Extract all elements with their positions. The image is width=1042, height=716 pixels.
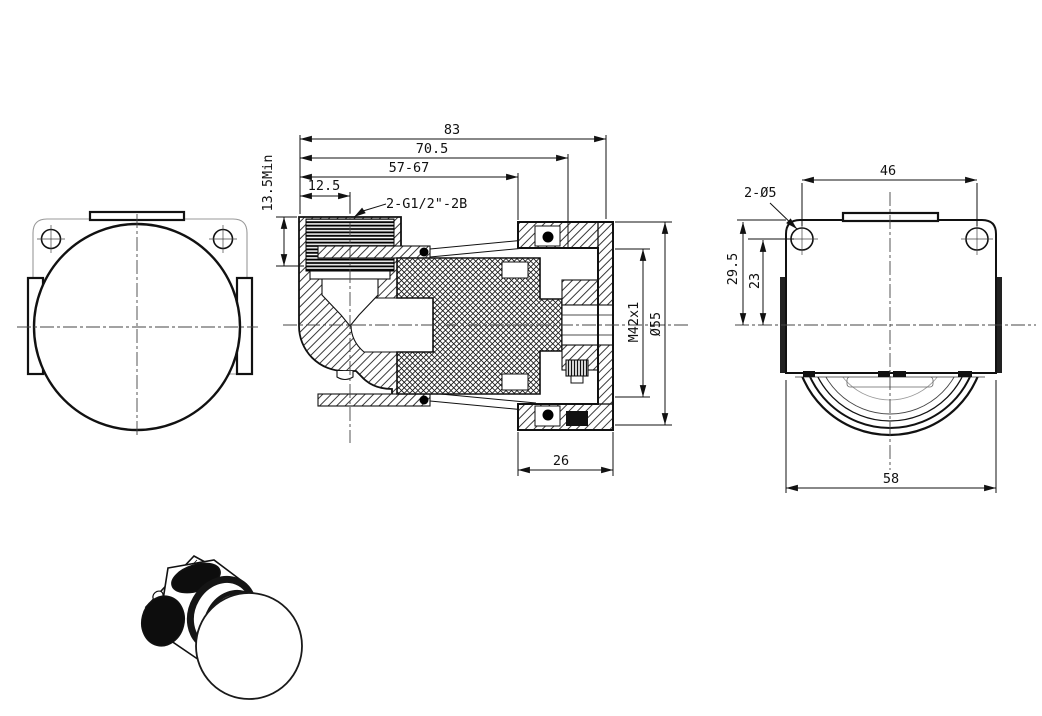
dome-clips [803,371,972,377]
side-dimensions: 46 2-Ø5 29.5 23 58 [725,163,997,493]
o-ring-top [419,247,429,257]
cap-oring-bottom [542,409,554,421]
front-centerlines [17,214,258,436]
side-centerlines [735,192,1036,470]
hole-crosshairs [37,225,237,253]
cap-outline [517,221,614,431]
dim-29-5: 29.5 [725,222,747,325]
cartridge-pocket-top [501,261,529,279]
side-plate-outline [785,219,997,374]
port-thread-label: 2-G1/2"-2B [353,196,467,218]
side-view [735,192,1036,470]
iso-front-port [140,595,186,647]
set-screw-knurl [565,359,589,377]
section-view [283,200,688,443]
dim-83: 83 [300,122,606,143]
hole-dia-text: 2-Ø5 [744,185,777,201]
iso-dome-cap [195,592,303,700]
dim-m42x1: M42x1 [626,248,647,397]
dim-57-67-text: 57-67 [389,160,430,176]
cartridge-section [396,257,563,395]
dim-58-text: 58 [883,471,899,487]
gland-top-section [317,245,431,259]
dim-58: 58 [786,471,996,492]
section-dimensions: 83 70.5 57-67 12.5 13.5Min 2-G1/2"-2B M4… [260,122,672,476]
gland-bottom-section [317,393,431,407]
port-thread-text: 2-G1/2"-2B [386,196,467,212]
dim-70-5: 70.5 [300,141,568,162]
front-view [17,210,258,436]
dim-46-text: 46 [880,163,896,179]
iso-dome-rim [195,613,213,685]
dim-m42x1-text: M42x1 [626,302,642,343]
dim-29-5-text: 29.5 [725,253,741,286]
dim-12-5-text: 12.5 [308,178,341,194]
dim-46: 46 [802,163,977,184]
set-screw-tip [570,375,584,384]
dim-83-text: 83 [444,122,460,138]
dim-13-5min-text: 13.5Min [260,155,276,212]
section-centerlines [283,200,688,443]
cartridge-pocket-bottom [501,373,529,391]
dim-12-5: 12.5 [300,178,350,200]
drain-tab [336,371,354,381]
dim-57-67: 57-67 [300,160,518,181]
side-extension-lines [737,183,997,493]
dim-23: 23 [747,240,767,325]
stem-boss-top [561,279,599,306]
dim-26-text: 26 [553,453,569,469]
dim-dia55-text: Ø55 [648,312,664,336]
cap-section [517,221,614,431]
dim-70-5-text: 70.5 [416,141,449,157]
dim-26: 26 [518,453,613,474]
side-top-tab [841,211,940,223]
dim-23-text: 23 [747,273,763,289]
cap-oring-top [542,231,554,243]
o-ring-bottom [419,395,429,405]
hole-dia-label: 2-Ø5 [744,185,798,230]
isometric-view [140,555,303,700]
dim-dia55: Ø55 [648,222,669,425]
dim-13-5min: 13.5Min [260,155,288,266]
cap-seal-block [566,411,588,426]
